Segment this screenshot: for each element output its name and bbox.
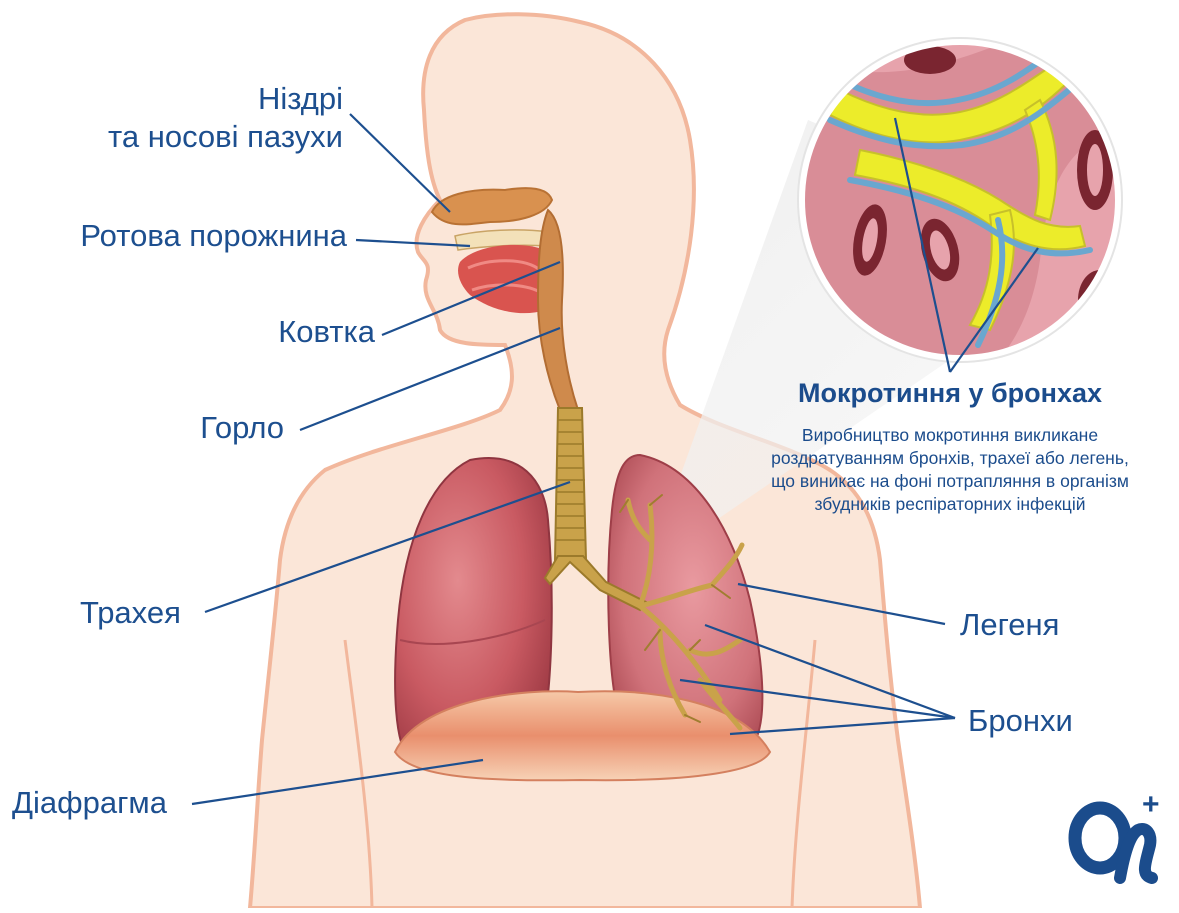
label-lung: Легеня	[960, 606, 1059, 644]
brand-logo	[1075, 808, 1152, 878]
callout-line-2: роздратуванням бронхів, трахеї або леген…	[730, 447, 1170, 470]
label-nostrils-line2: та носові пазухи	[108, 118, 343, 156]
callout-title: Мокротиння у бронхах	[740, 378, 1160, 409]
callout-line-3: що виникає на фоні потрапляння в організ…	[730, 470, 1170, 493]
callout-line-1: Виробництво мокротиння викликане	[730, 424, 1170, 447]
label-diaphragm: Діафрагма	[12, 784, 167, 822]
label-bronchi: Бронхи	[968, 702, 1073, 740]
logo-plus-sign: +	[1142, 790, 1160, 820]
callout-line-4: збудників респіраторних інфекцій	[730, 493, 1170, 516]
label-trachea: Трахея	[80, 594, 181, 632]
label-mouth: Ротова порожнина	[80, 217, 347, 255]
label-epiglottis: Ковтка	[278, 313, 375, 351]
label-nostrils-line1: Ніздрі	[258, 80, 343, 118]
label-throat: Горло	[200, 409, 284, 447]
callout-description: Виробництво мокротиння викликане роздрат…	[730, 424, 1170, 516]
